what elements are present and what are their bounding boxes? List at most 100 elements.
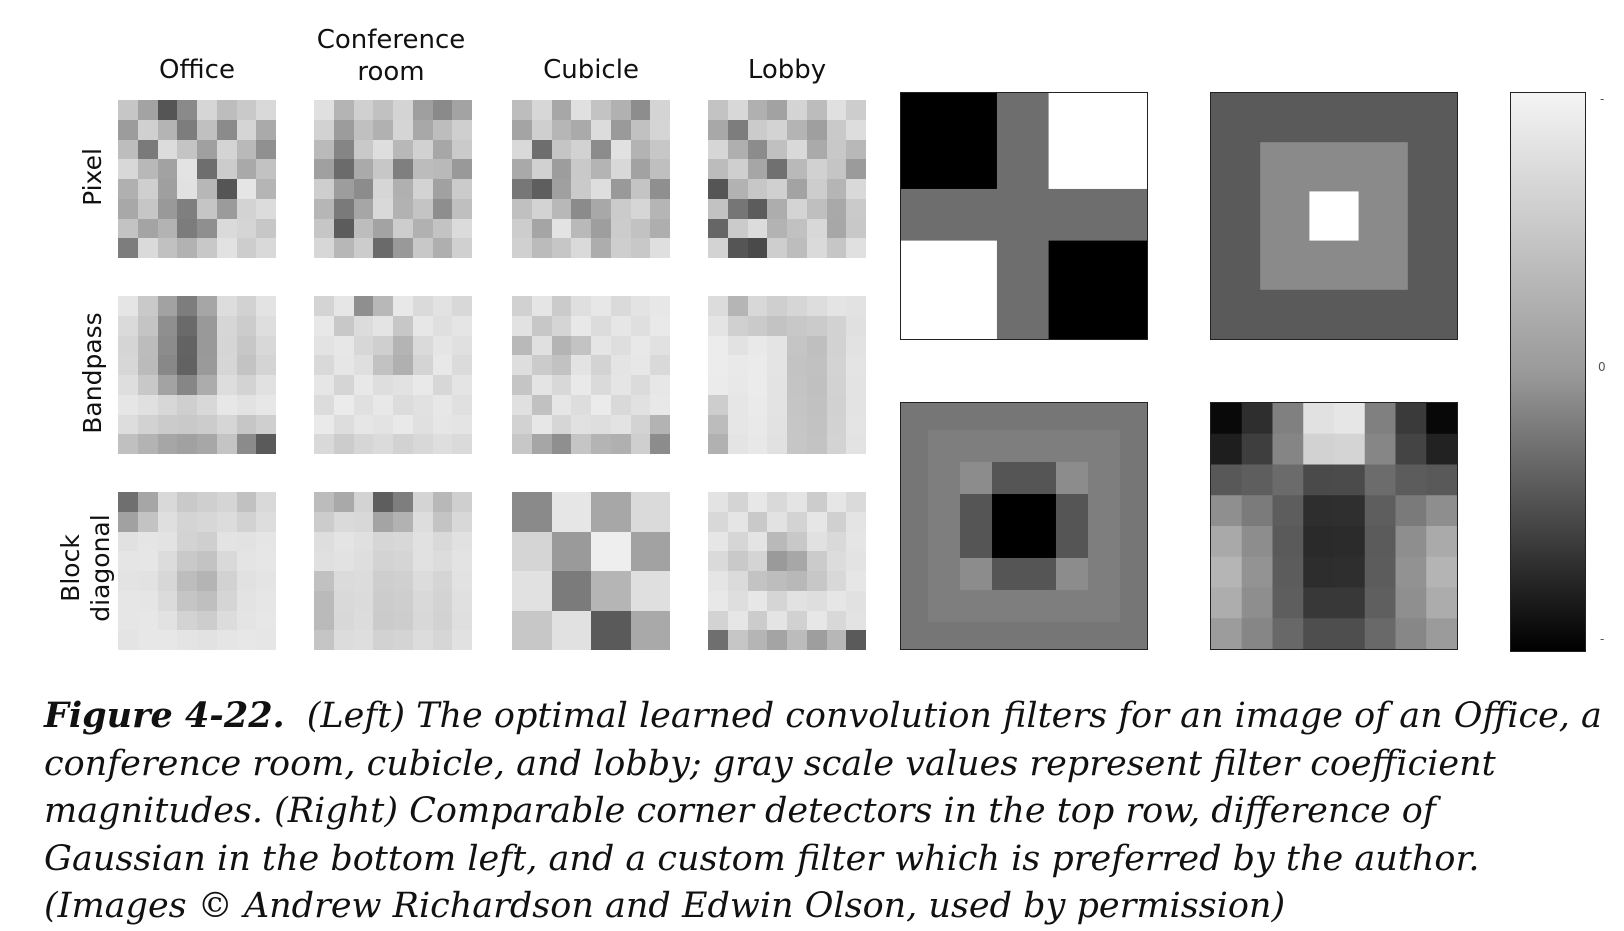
filter-cell — [551, 511, 572, 532]
filter-cell — [412, 198, 433, 219]
filter-cell — [512, 394, 532, 415]
filter-cell — [177, 355, 197, 375]
filter-cell — [531, 414, 552, 435]
filter-cell — [393, 315, 413, 336]
caption-text: (Left) The optimal learned convolution f… — [44, 696, 1602, 926]
filter-cell — [826, 414, 847, 435]
filter-cell — [373, 296, 393, 316]
filter-cell — [236, 511, 257, 532]
filter-cell — [256, 179, 276, 199]
filter-cell — [767, 394, 787, 415]
filter-cell — [333, 511, 354, 532]
filter-cell — [157, 590, 178, 611]
filter-cell — [256, 394, 276, 415]
filter-cell — [177, 434, 197, 454]
filter-cell — [353, 238, 374, 258]
corner-detector-filter-1 — [900, 92, 1148, 340]
filter-cell — [157, 355, 178, 375]
filter-cell — [432, 315, 453, 336]
filter-cell — [373, 511, 393, 532]
filter-cell — [197, 198, 217, 219]
filter-cell — [118, 630, 138, 650]
filter-cell — [177, 610, 197, 631]
filter-cell — [806, 335, 827, 356]
filter-cell — [373, 551, 393, 571]
filter-cell — [591, 630, 611, 650]
filter-cell — [256, 198, 276, 219]
filter-cell — [118, 610, 138, 631]
filter-cell — [314, 414, 334, 435]
filter-cell — [157, 296, 178, 316]
filter-cell — [531, 511, 552, 532]
filter-cell — [118, 296, 138, 316]
filter-cell — [216, 492, 237, 512]
filter-cell — [591, 571, 611, 591]
filter-cell — [806, 590, 827, 611]
filter-cell — [393, 375, 413, 395]
filter-cell — [708, 296, 728, 316]
filter-cell — [452, 179, 472, 199]
filter-cell — [531, 492, 552, 512]
filter-cell — [118, 238, 138, 258]
filter-cell — [197, 296, 217, 316]
figure-label: Figure 4-22. — [44, 695, 285, 736]
filter-cell — [452, 218, 472, 239]
filter-cell — [373, 414, 393, 435]
filter-cell — [432, 394, 453, 415]
filter-cell — [236, 551, 257, 571]
filter-cell — [787, 492, 807, 512]
filter-cell — [216, 315, 237, 336]
filter-cell — [630, 100, 651, 120]
filter-cell — [630, 414, 651, 435]
filter-cell — [256, 551, 276, 571]
filter-cell — [412, 315, 433, 336]
filter-cell — [197, 315, 217, 336]
filter-cell — [826, 590, 847, 611]
filter-cell — [571, 238, 591, 258]
filter-cell — [333, 296, 354, 316]
filter-cell — [373, 139, 393, 160]
filter-cell — [412, 571, 433, 591]
filter-cell — [216, 198, 237, 219]
filter-cell — [650, 335, 670, 356]
filter-cell — [432, 335, 453, 356]
filter-cell — [353, 355, 374, 375]
filter-cell — [157, 119, 178, 140]
filter-cell — [236, 218, 257, 239]
filter-cell — [630, 159, 651, 179]
filter-cell — [846, 119, 866, 140]
filter-cell — [610, 375, 631, 395]
filter-cell — [118, 100, 138, 120]
filter-cell — [571, 355, 591, 375]
filter-cell — [826, 100, 847, 120]
filter-cell — [727, 394, 748, 415]
filter-cell — [197, 218, 217, 239]
filter-cell — [708, 179, 728, 199]
filter-block-diagonal-office — [118, 492, 276, 650]
filter-cell — [708, 238, 728, 258]
filter-cell — [393, 571, 413, 591]
filter-cell — [177, 531, 197, 552]
filter-cell — [314, 159, 334, 179]
filter-cell — [531, 179, 552, 199]
filter-cell — [452, 492, 472, 512]
filter-cell — [412, 394, 433, 415]
filter-cell — [118, 551, 138, 571]
filter-cell — [157, 434, 178, 454]
filter-cell — [727, 414, 748, 435]
filter-cell — [314, 139, 334, 160]
filter-cell — [630, 511, 651, 532]
filter-cell — [256, 375, 276, 395]
filter-cell — [412, 119, 433, 140]
filter-cell — [216, 119, 237, 140]
filter-cell — [571, 571, 591, 591]
filter-cell — [512, 100, 532, 120]
filter-cell — [826, 610, 847, 631]
filter-cell — [177, 571, 197, 591]
filter-cell — [137, 315, 158, 336]
filter-cell — [256, 492, 276, 512]
filter-cell — [373, 590, 393, 611]
filter-cell — [118, 434, 138, 454]
filter-cell — [452, 100, 472, 120]
filter-cell — [452, 315, 472, 336]
